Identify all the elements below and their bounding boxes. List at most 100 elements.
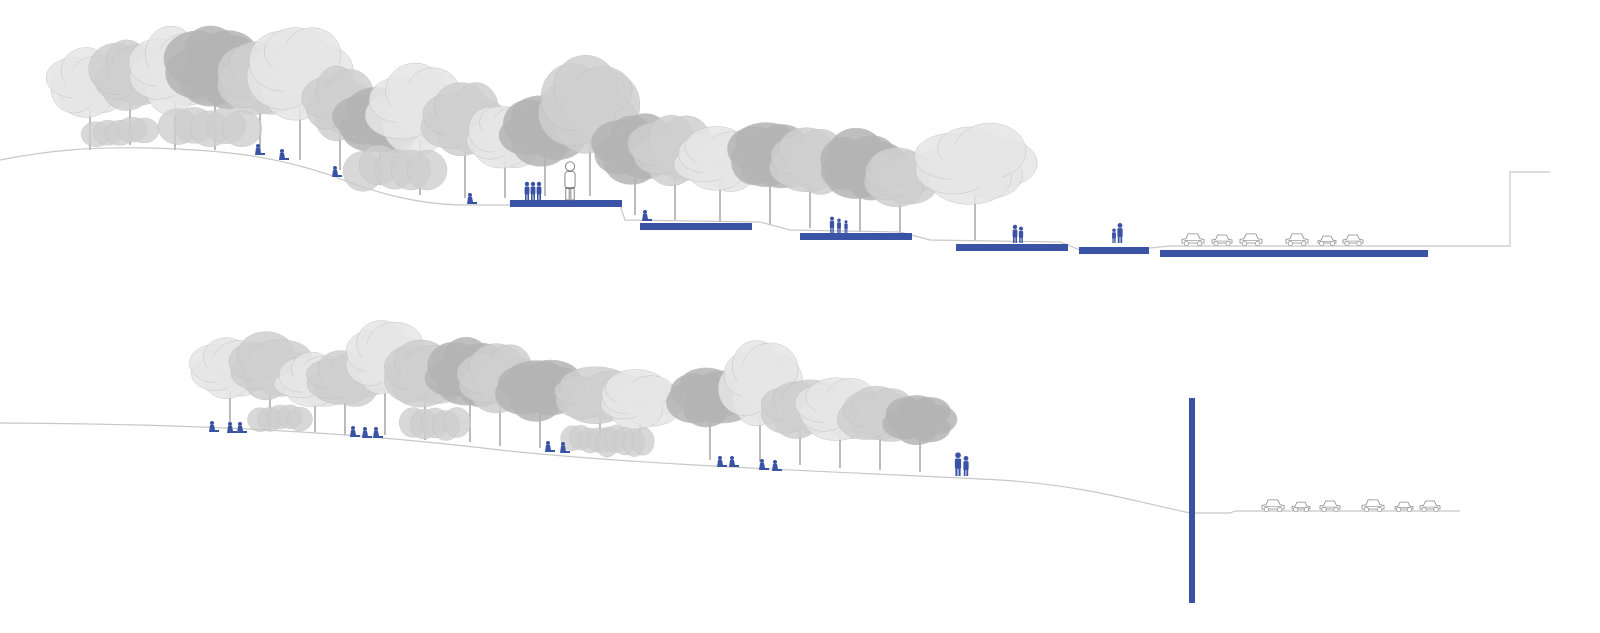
- person-leg: [1019, 237, 1021, 243]
- person-leg: [839, 228, 841, 233]
- person-standing: [844, 220, 848, 233]
- person-leg: [537, 194, 539, 200]
- person-head: [561, 442, 565, 446]
- person-standing: [829, 216, 835, 233]
- person-sitting: [467, 193, 477, 204]
- person-body: [729, 460, 739, 467]
- person-leg: [846, 228, 848, 233]
- shrub-lobe: [443, 407, 471, 438]
- person-head: [730, 456, 734, 460]
- person-body: [209, 425, 219, 432]
- lower-ground-line: [0, 422, 1460, 514]
- car-wheel: [1255, 240, 1261, 247]
- car: [1419, 500, 1441, 513]
- person-leg: [527, 194, 529, 200]
- shrub-lobe: [406, 149, 448, 191]
- person-leg: [565, 186, 570, 201]
- person-head: [374, 427, 378, 431]
- person-leg: [958, 468, 961, 476]
- person-head: [643, 210, 647, 214]
- person-leg: [570, 186, 575, 201]
- person-head: [760, 459, 764, 463]
- person-body: [1018, 230, 1024, 239]
- car-wheel: [1225, 240, 1231, 247]
- car: [1261, 499, 1285, 513]
- person-body: [255, 148, 265, 155]
- person-standing: [530, 181, 536, 200]
- person-head: [1019, 226, 1023, 231]
- car: [1319, 500, 1341, 513]
- person-body: [227, 426, 237, 433]
- person-standing: [963, 455, 969, 476]
- car: [1342, 234, 1364, 247]
- tree-canopy-core: [616, 381, 664, 417]
- person-body: [362, 431, 372, 438]
- person-body: [279, 153, 289, 160]
- terrace-platform: [510, 200, 622, 207]
- person-body: [963, 461, 969, 470]
- person-leg: [1120, 236, 1123, 243]
- person-standing: [1018, 226, 1024, 243]
- person-body: [332, 170, 342, 177]
- tree: [228, 331, 313, 430]
- person-sitting: [209, 421, 219, 432]
- car: [1317, 235, 1337, 247]
- car-wheel: [1183, 240, 1189, 247]
- person-head: [546, 441, 550, 445]
- person-head: [333, 166, 337, 170]
- person-head: [837, 218, 841, 222]
- person-body: [717, 460, 727, 467]
- person-sitting: [560, 442, 570, 453]
- person-sitting: [332, 166, 342, 177]
- person-head: [256, 144, 260, 148]
- person-body: [524, 186, 530, 195]
- person-leg: [531, 194, 533, 200]
- person-body: [1112, 232, 1116, 239]
- car: [1181, 233, 1205, 247]
- person-leg: [1015, 237, 1017, 243]
- person-leg: [1112, 238, 1114, 243]
- shrub-lobe: [128, 117, 160, 144]
- person-standing: [954, 452, 962, 476]
- person-sitting: [729, 456, 739, 467]
- upper-tree-band: [45, 25, 1038, 240]
- tree-canopy-core: [516, 369, 564, 408]
- tree: [246, 27, 354, 160]
- person-sitting: [255, 144, 265, 155]
- person-leg: [1013, 237, 1015, 243]
- person-body: [954, 458, 962, 469]
- car-wheel: [1303, 506, 1309, 513]
- car: [1285, 233, 1309, 247]
- car-wheel: [1241, 240, 1247, 247]
- tree-canopy-core: [879, 159, 921, 195]
- car-wheel: [1333, 506, 1339, 513]
- person-body: [237, 426, 247, 433]
- person-body: [530, 186, 536, 195]
- person-leg: [525, 194, 527, 200]
- car: [1394, 501, 1414, 513]
- upper-people: [255, 144, 1123, 243]
- person-head: [955, 452, 961, 459]
- person-head: [228, 422, 232, 426]
- car-wheel: [1263, 506, 1269, 513]
- person-head: [718, 456, 722, 460]
- person-body: [467, 197, 477, 204]
- car-wheel: [1277, 506, 1283, 513]
- person-body: [350, 430, 360, 437]
- lower-section: [0, 320, 1460, 603]
- lower-people: [209, 421, 969, 476]
- car-wheel: [1377, 506, 1383, 513]
- car-wheel: [1319, 240, 1325, 247]
- person-leg: [837, 228, 839, 233]
- tree-canopy-core: [942, 138, 1008, 188]
- car-wheel: [1363, 506, 1369, 513]
- car-wheel: [1396, 506, 1402, 513]
- car-wheel: [1321, 506, 1327, 513]
- car: [1211, 234, 1233, 247]
- person-leg: [1117, 236, 1120, 243]
- person-body: [1117, 228, 1123, 237]
- shrub: [80, 116, 160, 147]
- person-head: [564, 161, 576, 172]
- person-sitting: [545, 441, 555, 452]
